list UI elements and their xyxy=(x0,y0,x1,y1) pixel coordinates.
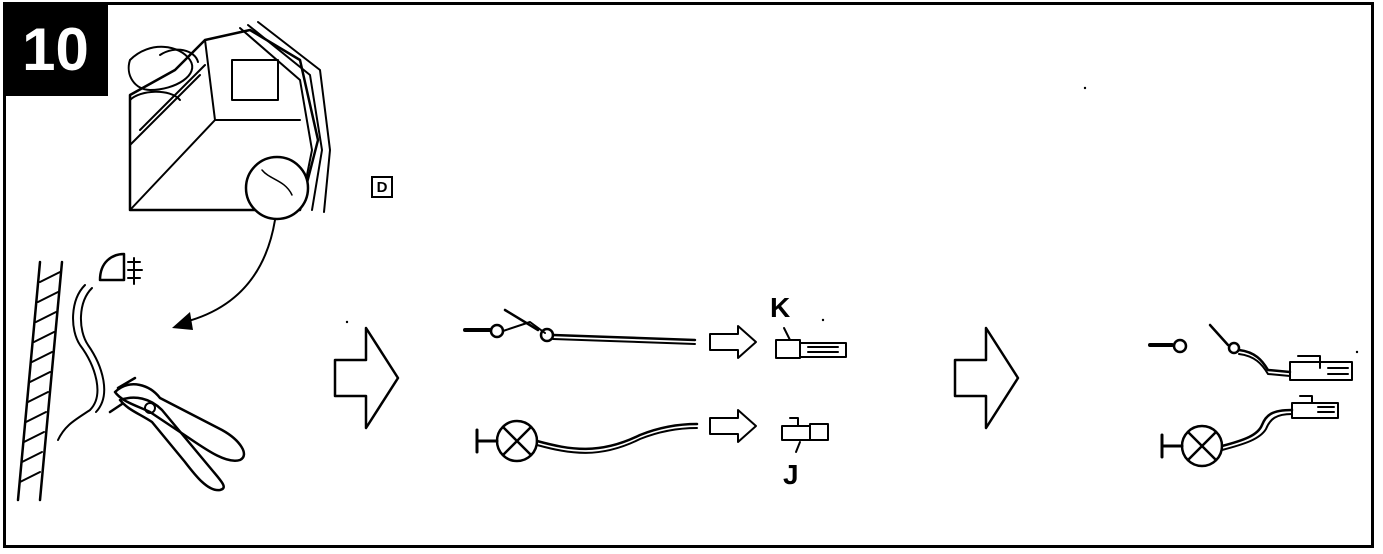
vehicle-rear-view xyxy=(127,21,331,213)
switch-symbol-middle xyxy=(463,308,697,345)
callout-j: J xyxy=(783,459,799,490)
wire-cutter-pliers xyxy=(108,376,246,492)
magnifier-circle xyxy=(244,155,310,221)
hollow-arrow-small-top xyxy=(709,325,757,359)
scan-dot xyxy=(1355,350,1359,354)
lamp-symbol-middle xyxy=(475,419,699,463)
step-number-badge: 10 xyxy=(3,2,108,96)
curved-arrow xyxy=(184,219,276,323)
rear-lamp-icon xyxy=(98,252,143,285)
scan-dot xyxy=(821,318,825,322)
hollow-arrow-2 xyxy=(953,326,1020,430)
scan-dot xyxy=(345,320,349,324)
connector-j xyxy=(781,417,829,453)
switch-symbol-final xyxy=(1148,323,1353,381)
hollow-arrow-1 xyxy=(333,326,400,430)
callout-d: D xyxy=(371,176,393,198)
callout-k: K xyxy=(770,292,791,323)
lamp-symbol-final xyxy=(1160,395,1339,468)
hollow-arrow-small-bottom xyxy=(709,409,757,443)
scan-dot xyxy=(1083,86,1087,90)
connector-k xyxy=(775,327,847,359)
